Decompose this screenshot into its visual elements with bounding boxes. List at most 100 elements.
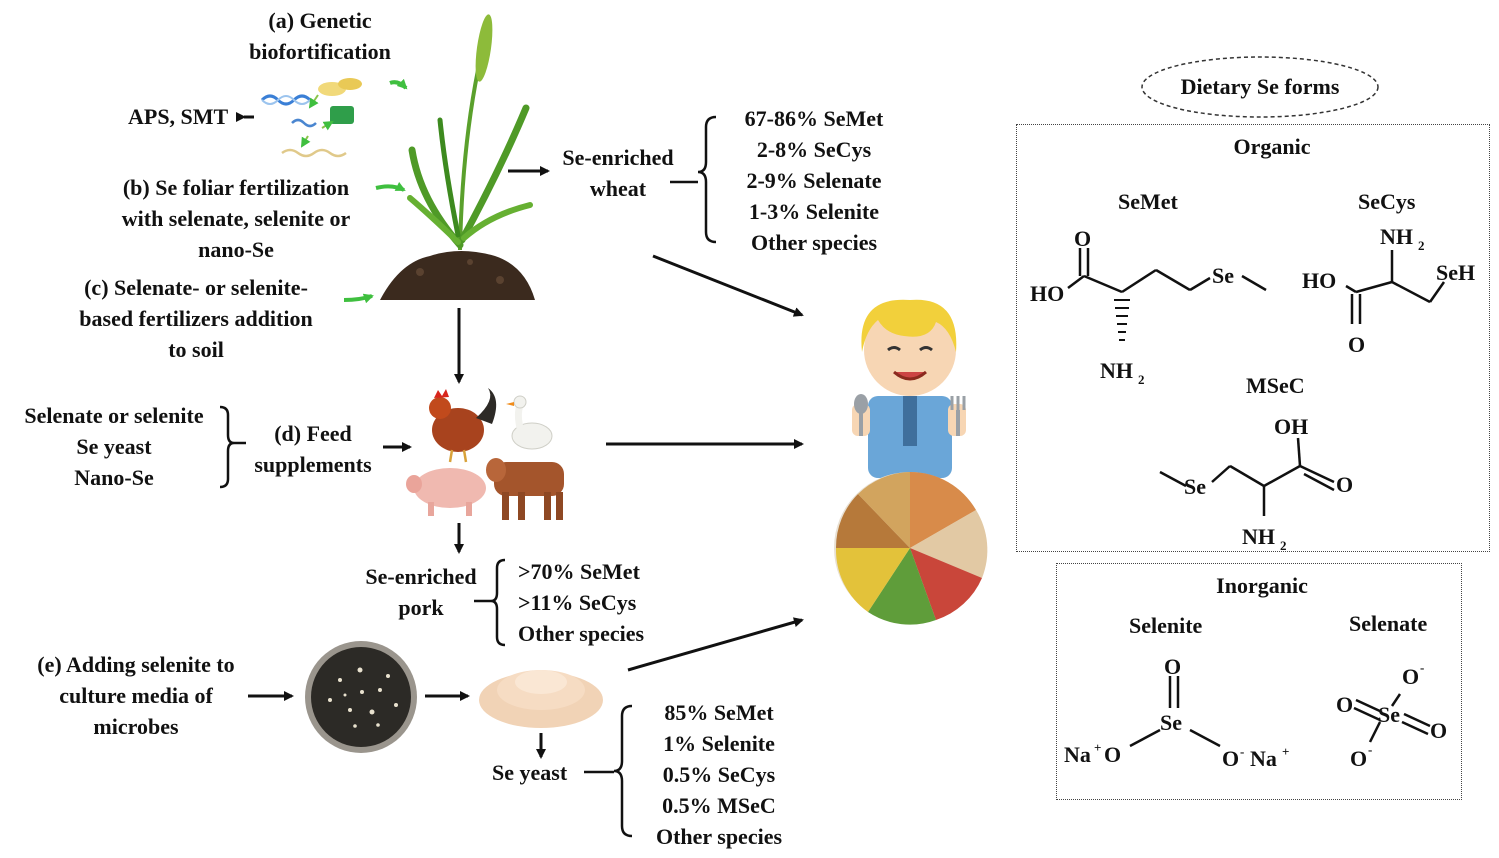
- petri-dish-illustration: [305, 641, 417, 753]
- pork-composition-item: Other species: [518, 621, 645, 646]
- secys-atom-seh: SeH: [1436, 260, 1475, 285]
- yeast-powder-illustration: [479, 670, 603, 728]
- wheat-plant-illustration: [407, 14, 533, 251]
- wheat-product-label: Se-enriched wheat: [548, 142, 688, 204]
- selenite-structure: [1129, 676, 1221, 748]
- selenite-atom-o: O: [1164, 654, 1181, 679]
- selenite-o-left: O: [1104, 742, 1121, 767]
- green-arrow-b: [375, 181, 406, 192]
- yeast-composition-item: 0.5% MSeC: [662, 793, 776, 818]
- msec-atom-se: Se: [1184, 474, 1206, 499]
- pork-composition-item: >70% SeMet: [518, 559, 640, 584]
- green-arrow-a: [389, 78, 408, 90]
- route-c-line-3: to soil: [168, 337, 224, 362]
- route-c-label: (c) Selenate- or selenite- based fertili…: [56, 272, 336, 365]
- wheat-brace: [697, 115, 717, 244]
- selenite-atom-se: Se: [1160, 710, 1182, 735]
- forms-title-ellipse: [1141, 56, 1379, 118]
- secys-atom-nh: NH: [1380, 224, 1413, 249]
- feed-sources-list: Selenate or selenite Se yeast Nano-Se: [4, 400, 224, 493]
- msec-atom-nh: NH: [1242, 524, 1275, 549]
- selenite-minus-right: -: [1240, 744, 1244, 759]
- msec-name: MSeC: [1246, 373, 1305, 398]
- selenite-plus-left: +: [1094, 740, 1101, 755]
- semet-structure: [1067, 248, 1267, 341]
- selenate-minus-bottom: -: [1368, 742, 1372, 757]
- semet-atom-o: O: [1074, 226, 1091, 251]
- wheat-name-line-1: Se-enriched: [562, 145, 674, 170]
- msec-atom-nh-sub: 2: [1280, 538, 1287, 553]
- wheat-composition-item: Other species: [750, 230, 878, 255]
- route-a-label: (a) Genetic biofortification: [230, 5, 410, 67]
- route-d-line-1: (d) Feed: [274, 421, 352, 446]
- semet-atom-nh-sub: 2: [1138, 372, 1145, 387]
- secys-structure: [1345, 250, 1446, 324]
- secys-atom-o: O: [1348, 332, 1365, 357]
- wheat-name-line-2: wheat: [589, 176, 647, 201]
- selenite-name: Selenite: [1129, 613, 1203, 638]
- selenite-plus-right: +: [1282, 744, 1289, 759]
- food-plate-illustration: [834, 471, 988, 625]
- selenate-atom-o-top: O: [1402, 664, 1419, 689]
- selenate-atom-o-left: O: [1336, 692, 1353, 717]
- route-a-line-1: (a) Genetic: [268, 8, 372, 33]
- pig-illustration: [406, 468, 486, 516]
- pork-name-line-1: Se-enriched: [365, 564, 477, 589]
- gene-illustration: [260, 78, 362, 158]
- route-d-line-2: supplements: [254, 452, 372, 477]
- soil-mound-illustration: [380, 251, 535, 300]
- selenate-atom-se: Se: [1378, 702, 1400, 727]
- route-c-line-2: based fertilizers addition: [79, 306, 313, 331]
- yeast-composition-list: 85% SeMet 1% Selenite 0.5% SeCys 0.5% MS…: [636, 697, 802, 852]
- msec-atom-oh: OH: [1274, 414, 1308, 439]
- selenate-atom-o-right: O: [1430, 718, 1447, 743]
- route-b-line-1: (b) Se foliar fertilization: [122, 175, 350, 200]
- wheat-composition-item: 67-86% SeMet: [744, 106, 884, 131]
- yeast-composition-item: 0.5% SeCys: [662, 762, 776, 787]
- pork-composition-item: >11% SeCys: [518, 590, 637, 615]
- forms-title: Dietary Se forms: [1180, 74, 1340, 99]
- route-e-label: (e) Adding selenite to culture media of …: [12, 649, 260, 742]
- selenite-na-left: Na: [1064, 742, 1091, 767]
- route-c-line-1: (c) Selenate- or selenite-: [84, 275, 308, 300]
- route-d-label: (d) Feed supplements: [240, 418, 386, 480]
- route-e-line-3: microbes: [93, 714, 179, 739]
- arrow-wheat-to-child: [652, 254, 804, 317]
- yeast-composition-item: 85% SeMet: [664, 700, 774, 725]
- route-b-line-3: nano-Se: [198, 237, 274, 262]
- pork-composition-list: >70% SeMet >11% SeCys Other species: [518, 556, 644, 649]
- semet-name: SeMet: [1118, 189, 1178, 214]
- route-e-line-1: (e) Adding selenite to: [37, 652, 235, 677]
- selenite-na-right: Na: [1250, 746, 1277, 771]
- inorganic-forms-box: [1056, 563, 1462, 800]
- green-arrow-c: [343, 293, 374, 304]
- route-b-label: (b) Se foliar fertilization with selenat…: [96, 172, 376, 265]
- semet-atom-nh: NH: [1100, 358, 1133, 383]
- cow-illustration: [486, 458, 564, 520]
- route-a-line-2: biofortification: [249, 39, 391, 64]
- msec-structure: [1159, 437, 1335, 516]
- selenite-o-right: O: [1222, 746, 1239, 771]
- pork-product-label: Se-enriched pork: [350, 561, 492, 623]
- yeast-composition-item: Other species: [655, 824, 783, 849]
- selenate-name: Selenate: [1349, 611, 1428, 636]
- aps-smt-label: APS, SMT: [128, 104, 229, 129]
- semet-atom-se: Se: [1212, 263, 1234, 288]
- route-e-line-2: culture media of: [59, 683, 213, 708]
- organic-title: Organic: [1233, 134, 1311, 159]
- secys-name: SeCys: [1358, 189, 1416, 214]
- selenate-minus-top: -: [1420, 660, 1424, 675]
- feed-source-item: Nano-Se: [74, 465, 154, 490]
- yeast-composition-item: 1% Selenite: [663, 731, 775, 756]
- wheat-composition-item: 2-8% SeCys: [756, 137, 872, 162]
- secys-atom-nh-sub: 2: [1418, 238, 1425, 253]
- semet-atom-ho: HO: [1030, 281, 1064, 306]
- msec-atom-o: O: [1336, 472, 1353, 497]
- pork-name-line-2: pork: [398, 595, 444, 620]
- feed-source-item: Selenate or selenite: [24, 403, 204, 428]
- yeast-product-label: Se yeast: [492, 760, 568, 785]
- selenate-atom-o-bottom: O: [1350, 746, 1367, 771]
- route-b-line-2: with selenate, selenite or: [121, 206, 351, 231]
